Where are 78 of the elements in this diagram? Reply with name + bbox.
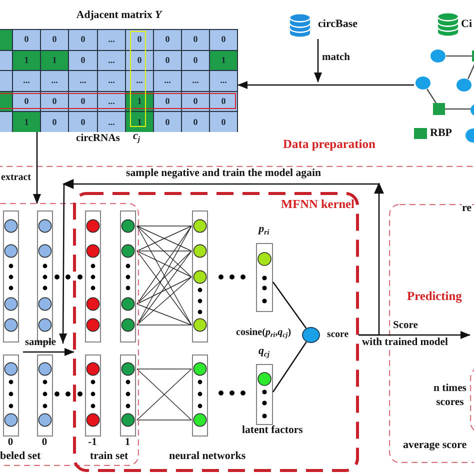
matrix-cell: ... (182, 71, 209, 91)
matrix-cell: ... (98, 71, 125, 91)
column-label: c$_{j}$ (133, 131, 140, 143)
dashed-region (470, 367, 474, 433)
matrix-cell: 0 (182, 112, 209, 132)
vector-label: q$_{cj}$ (258, 346, 270, 358)
edge-label: extract (1, 173, 31, 184)
matrix-cell: 0 (41, 112, 68, 132)
matrix-cell: 0 (69, 50, 97, 70)
matrix-cell: ... (69, 71, 97, 91)
formula-label: cosine(p$_{ri}$,q$_{cj}$) (236, 328, 292, 338)
set-label: beled set (0, 451, 41, 463)
score-circle (302, 327, 320, 343)
database-name: circBase (318, 19, 358, 31)
edge-label: sample (25, 338, 56, 349)
arrow (33, 132, 41, 204)
legend-label: RBP (430, 128, 452, 140)
matrix-cell: 0 (41, 92, 68, 112)
matrix-cell: 1 (41, 50, 68, 70)
matrix-cell: 0 (182, 30, 209, 50)
value-label: -1 (88, 437, 97, 448)
value-label: 0 (42, 437, 48, 448)
matrix-cell: ... (98, 92, 125, 112)
annotation-text: average score (403, 440, 467, 452)
edge-label: Score (393, 320, 418, 332)
matrix-cell: 0 (126, 30, 153, 50)
value-label: 1 (124, 437, 130, 448)
matrix-cell: ... (154, 71, 181, 91)
matrix-cell: 0 (154, 112, 181, 132)
matrix-cell: ... (41, 71, 68, 91)
matrix-cell: ... (98, 112, 125, 132)
matrix-cell: ... (126, 71, 153, 91)
matrix-cell: ... (13, 71, 40, 91)
database-name: Ci (461, 19, 472, 31)
matrix-cell: 0 (41, 30, 68, 50)
annotation-text: with trained model (362, 337, 448, 348)
matrix-cell: 1 (13, 50, 40, 70)
vector-label: p$_{ri}$ (258, 224, 270, 236)
axis-label: circRNAs (76, 133, 120, 144)
note-text: n times scores (432, 382, 468, 410)
panel-title: Predicting (407, 290, 462, 304)
matrix-cell: 0 (13, 30, 40, 50)
matrix-cell: 0 (126, 50, 153, 70)
section-title: Data preparation (283, 138, 376, 152)
matrix-cell: 1 (210, 50, 237, 70)
arrow (23, 348, 74, 356)
matrix-cell: 1 (126, 112, 153, 132)
connector-line (272, 282, 307, 329)
edge-label: sample negative and train the model again (126, 168, 321, 180)
matrix-cell: 0 (69, 30, 97, 50)
panel-title: MFNN kernel (281, 198, 354, 211)
dashed-region (0, 203, 139, 466)
value-label: 0 (8, 437, 14, 448)
matrix-cell: 0 (69, 92, 97, 112)
matrix-cell: 0 (182, 50, 209, 70)
matrix-cell: 0 (154, 30, 181, 50)
set-label: train set (90, 451, 128, 462)
matrix-cell: ... (210, 71, 237, 91)
matrix-cell: 0 (210, 30, 237, 50)
layer-label: neural networks (169, 451, 246, 463)
matrix-cell: 0 (154, 92, 181, 112)
matrix-cell: 0 (154, 50, 181, 70)
arrow (238, 81, 414, 89)
layer-label: latent factors (242, 425, 303, 436)
edge-label: match (322, 52, 350, 64)
matrix-cell: ... (98, 30, 125, 50)
score-label: score (327, 330, 349, 340)
matrix-cell: 1 (13, 112, 40, 132)
kernel-panel (73, 192, 359, 472)
feedback-arrow (59, 179, 384, 344)
connector-line (272, 342, 307, 392)
matrix-cell: ... (98, 50, 125, 70)
matrix-title: Adjacent matrix Y (76, 10, 162, 22)
arrow (314, 39, 322, 82)
matrix-cell: 0 (69, 112, 97, 132)
matrix-cell: 0 (182, 92, 209, 112)
matrix-cell: 0 (13, 92, 40, 112)
matrix-cell: 0 (210, 112, 237, 132)
